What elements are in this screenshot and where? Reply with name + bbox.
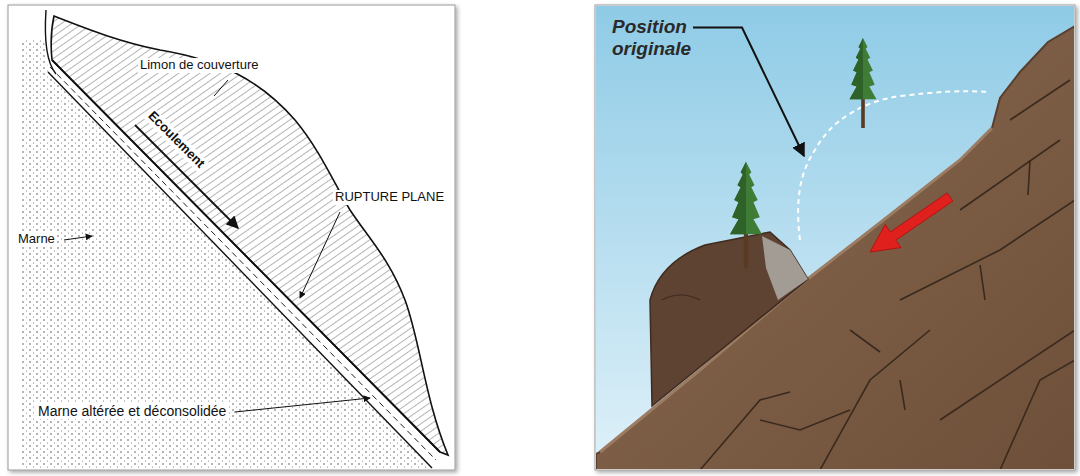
slope-line — [45, 10, 56, 74]
block-scar — [762, 236, 808, 300]
layer-label: Limon de couverture — [138, 58, 261, 73]
rock-slope — [596, 26, 1074, 469]
original-outline — [798, 91, 988, 240]
cross-section — [20, 10, 448, 468]
leader-line — [214, 80, 228, 96]
layer-label: Marne altérée et déconsolidée — [36, 403, 228, 419]
tree — [730, 162, 762, 269]
leader-line — [234, 398, 370, 412]
layer-label: Marne — [16, 232, 57, 247]
tree — [850, 38, 877, 128]
block-fracture — [662, 295, 700, 300]
silt-cover — [51, 16, 448, 455]
panel-frame — [595, 5, 1075, 470]
slip-surface — [600, 128, 992, 452]
leader-line — [64, 236, 92, 240]
rupture-line — [52, 60, 440, 452]
leader-line — [300, 212, 340, 298]
callout-label: Position originale — [610, 16, 714, 60]
slid-block — [650, 232, 808, 406]
movement-arrow — [870, 193, 953, 252]
panel-frame — [8, 5, 455, 470]
rupture-label: RUPTURE PLANE — [333, 190, 446, 205]
flow-label: Ecoulement — [143, 107, 208, 172]
rockslide-picture — [596, 6, 1074, 469]
leader-line — [693, 28, 804, 157]
sky — [596, 6, 1074, 469]
weathered-marl — [50, 67, 436, 460]
